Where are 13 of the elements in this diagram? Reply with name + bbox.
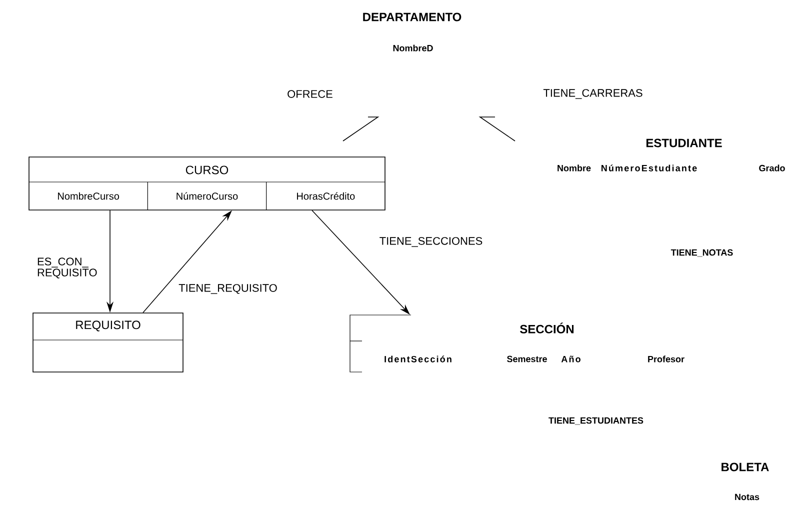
edge-label: TIENE_REQUISITO [178, 283, 278, 295]
entity-box: CURSO NombreCurso NúmeroCurso HorasCrédito [28, 156, 386, 210]
entity-label: BOLETA Notas [722, 462, 769, 500]
edge-label: ES_CON_ REQUISITO [36, 256, 97, 280]
partial-entity-box: SECCIÓN IdentSección Semestre Año Profesor [350, 314, 684, 372]
entity-box: REQUISITO [32, 312, 184, 372]
relationship-name: TIENE_ESTUDIANTES [548, 417, 644, 425]
entity-label: ESTUDIANTE Nombre NúmeroEstudiante Grado [558, 138, 785, 172]
relationship-name: OFRECE [288, 90, 332, 98]
relationship-name: TIENE_NOTAS [670, 249, 733, 257]
edge-label: TIENE_SECCIONES [378, 236, 484, 248]
entity-label: DEPARTAMENTO NombreD [363, 12, 462, 52]
relationship-name: TIENE_CARRERAS [543, 89, 642, 99]
